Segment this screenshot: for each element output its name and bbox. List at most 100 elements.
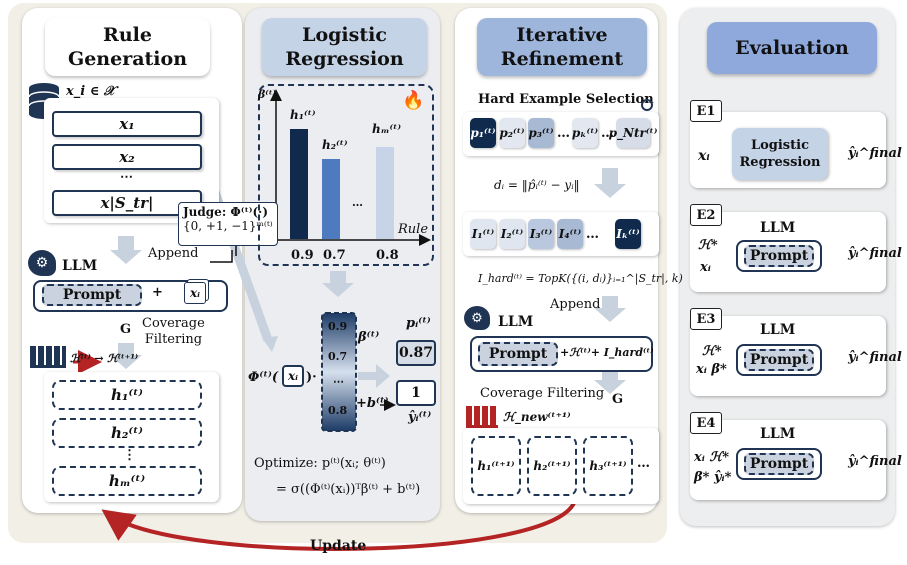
chart-bar-1 <box>290 129 308 239</box>
e4-output: ŷᵢ^final <box>848 454 902 469</box>
ptok-6: … <box>601 126 614 141</box>
prompt-plus-2: +ℋ⁽ᵗ⁾+ I_hard⁽ᵗ⁾ <box>560 346 654 359</box>
p-label: pᵢ⁽ᵗ⁾ <box>406 316 431 331</box>
itok-1: I₁⁽ᵗ⁾ <box>470 219 496 249</box>
vec-val-4: 0.8 <box>328 404 348 417</box>
rule-ellipsis: ⋮ <box>123 448 136 463</box>
chart-frame <box>258 84 434 266</box>
down-arrow-append2 <box>594 296 626 322</box>
ptok-5: pₖ⁽ᵗ⁾ <box>572 118 598 148</box>
chart-bar-2 <box>322 159 340 239</box>
p-value-box: 0.87 <box>396 340 436 366</box>
prompt-box-2: Prompt <box>478 342 558 366</box>
llm-label-2: LLM <box>498 314 534 330</box>
x-item-2: x₂ <box>52 144 202 170</box>
judge-box: Judge: Φ⁽ᵗ⁾(·) {0, +1, −1}ᵐ⁽ᵗ⁾ <box>178 202 278 246</box>
bar-value-2: 0.7 <box>323 248 346 263</box>
y-value-box: 1 <box>396 380 436 406</box>
bias-label: +b⁽ᵗ⁾ <box>356 396 389 411</box>
itok-5: … <box>586 227 599 242</box>
rule-generation-title: Rule Generation <box>45 18 210 76</box>
itok-3: I₃⁽ᵗ⁾ <box>528 219 554 249</box>
vec-val-2: 0.7 <box>328 350 348 363</box>
e2-tag: E2 <box>690 204 722 226</box>
rule-h2: h₂⁽ᵗ⁾ <box>52 418 202 448</box>
e4-input2: β* ŷᵢ* <box>694 470 732 485</box>
e2-prompt: Prompt <box>744 245 814 267</box>
e3-prompt: Prompt <box>744 349 814 371</box>
g-label-2: G <box>612 392 624 407</box>
update-arrow <box>101 499 577 551</box>
e4-prompt: Prompt <box>744 453 814 475</box>
e1-output: ŷᵢ^final <box>848 146 902 161</box>
bar-value-1: 0.9 <box>291 248 314 263</box>
evaluation-title: Evaluation <box>707 22 877 74</box>
doc-stack-icon: xᵢ <box>184 282 206 304</box>
append-label-2: Append <box>550 297 601 312</box>
bar-label-1: h₁⁽ᵗ⁾ <box>290 108 316 122</box>
e3-input2: xᵢ β* <box>696 362 727 377</box>
logistic-regression-title: Logistic Regression <box>262 18 427 76</box>
magnifier-icon <box>641 99 653 111</box>
e1-tag: E1 <box>690 100 722 122</box>
itok-4: I₄⁽ᵗ⁾ <box>557 219 583 249</box>
judge-label: Judge: Φ⁽ᵗ⁾(·) <box>183 205 269 219</box>
e3-llm: LLM <box>760 322 796 338</box>
beta-vector <box>321 312 357 432</box>
e2-output: ŷᵢ^final <box>848 246 902 261</box>
chart-bar-3 <box>376 147 394 239</box>
judge-range: {0, +1, −1}ᵐ⁽ᵗ⁾ <box>183 219 273 233</box>
ptok-2: p₂⁽ᵗ⁾ <box>499 118 525 148</box>
new-rule-2: h₂⁽ᵗ⁺¹⁾ <box>527 436 577 496</box>
down-arrow-coverage2 <box>594 368 626 394</box>
new-rule-1: h₁⁽ᵗ⁺¹⁾ <box>471 436 521 496</box>
x-item-ellipsis: ⋯ <box>120 170 133 185</box>
optimize-line1: Optimize: p⁽ᵗ⁾(xᵢ; θ⁽ᵗ⁾) <box>254 456 386 471</box>
db-label: x_i ∈ 𝒳 <box>66 84 116 99</box>
x-item-1: x₁ <box>52 111 202 137</box>
iterative-refinement-title: Iterative Refinement <box>477 18 647 76</box>
chart-x-axis-label: Rule <box>398 222 429 237</box>
library-icon-red <box>466 406 498 428</box>
ptok-4: … <box>557 126 570 141</box>
phi-x-box: xᵢ <box>282 365 304 387</box>
vec-val-1: 0.9 <box>328 320 348 333</box>
beta-label: β⁽ᵗ⁾ <box>358 330 380 345</box>
itok-2: I₂⁽ᵗ⁾ <box>499 219 525 249</box>
e2-input2: xᵢ <box>700 260 711 275</box>
right-arrow-prob <box>358 364 390 388</box>
e3-output: ŷᵢ^final <box>848 350 902 365</box>
e2-llm: LLM <box>760 220 796 236</box>
x-item-last: x|S_tr| <box>52 190 202 216</box>
ptok-3: p₃⁽ᵗ⁾ <box>528 118 554 148</box>
bar-label-2: h₂⁽ᵗ⁾ <box>322 138 348 152</box>
coverage-filtering-2: Coverage Filtering <box>480 386 605 401</box>
append-label: Append <box>148 246 199 261</box>
plus-sign: + <box>152 285 163 300</box>
bar-group <box>290 129 394 239</box>
down-arrow-coverage <box>110 343 142 369</box>
prompt-box: Prompt <box>42 284 142 306</box>
rule-h1: h₁⁽ᵗ⁾ <box>52 380 202 410</box>
new-rule-3: h₃⁽ᵗ⁺¹⁾ <box>583 436 633 496</box>
ptok-7: p_Ntr⁽ᵗ⁾ <box>609 118 657 148</box>
hard-example-title: Hard Example Selection <box>478 92 654 107</box>
e1-input: xᵢ <box>698 148 710 164</box>
update-label: Update <box>310 538 367 554</box>
down-arrow-append <box>110 236 142 264</box>
bar-value-4: 0.8 <box>376 248 399 263</box>
optimize-line2: = σ((Φ⁽ᵗ⁾(xᵢ))ᵀβ⁽ᵗ⁾ + b⁽ᵗ⁾) <box>276 482 421 497</box>
e1-lr-box: Logistic Regression <box>732 128 828 180</box>
fire-icon: 🔥 <box>402 90 425 111</box>
llm-head-icon: ⚙ <box>28 250 56 276</box>
llm-head-icon-2: ⚙ <box>464 306 490 330</box>
down-arrow-di <box>594 168 626 198</box>
coverage-filtering-label: Coverage Filtering <box>142 316 205 347</box>
rule-update-label: ℋ⁽ᵗ⁾ → ℋ⁽ᵗ⁺¹⁾ <box>70 352 138 365</box>
new-rules-label: ℋ_new⁽ᵗ⁺¹⁾ <box>503 410 571 424</box>
g-label: G <box>120 322 132 337</box>
down-arrow-chart <box>322 271 354 297</box>
e4-tag: E4 <box>690 412 722 434</box>
e4-input1: xᵢ ℋ* <box>694 450 730 465</box>
itok-6: Iₖ⁽ᵗ⁾ <box>615 219 641 249</box>
